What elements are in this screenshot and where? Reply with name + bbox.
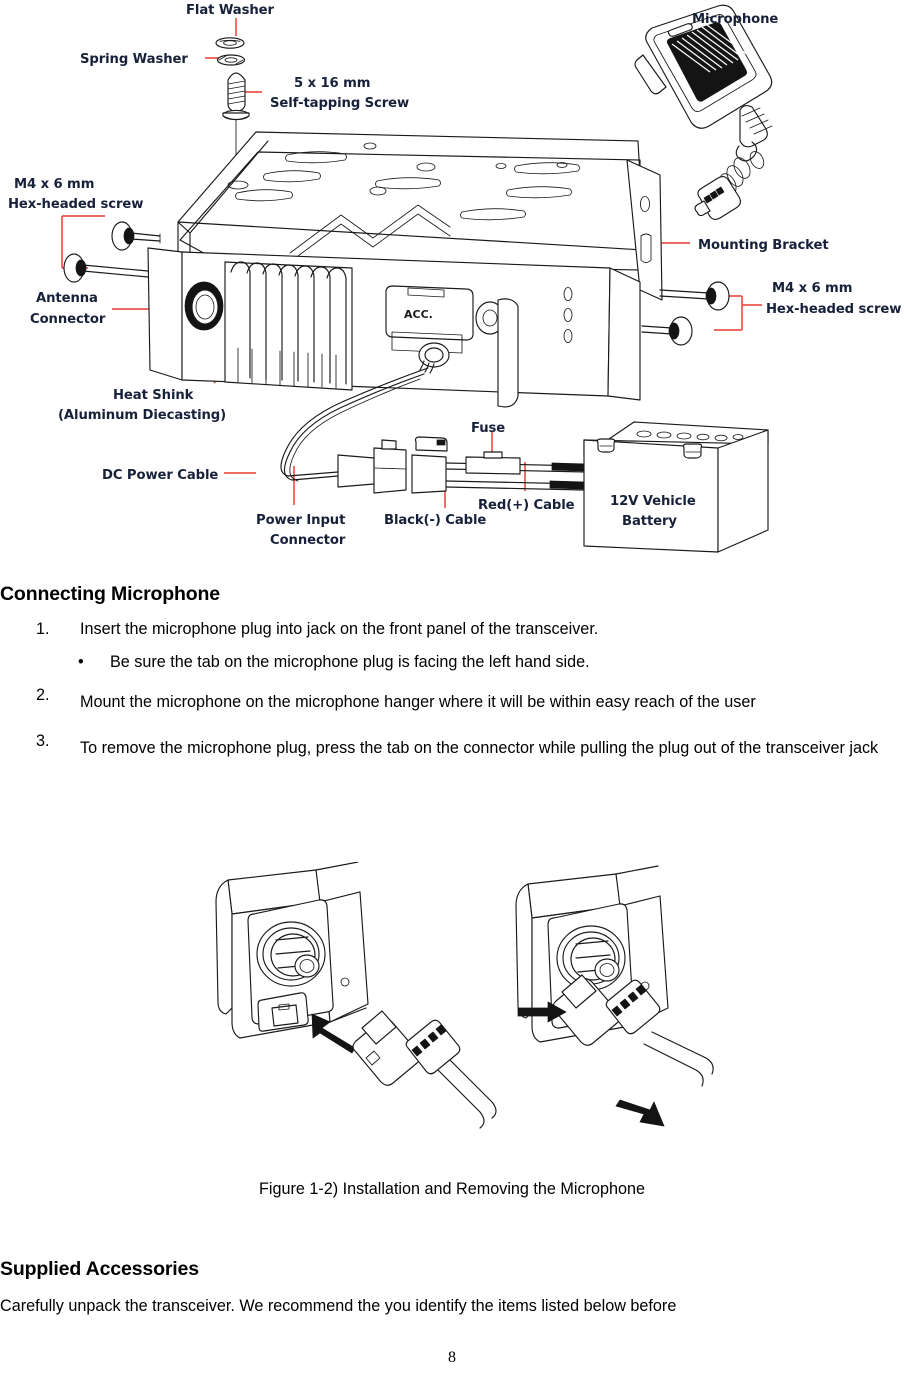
installing-microphone-plug (215, 862, 497, 1129)
power-input-connector (337, 439, 407, 494)
label-antenna-connector-1: Antenna (36, 291, 98, 306)
label-mounting-bracket: Mounting Bracket (698, 238, 829, 253)
panel-round-connector (256, 921, 326, 987)
step-3-number: 3. (36, 732, 50, 750)
self-tapping-screw-part (222, 72, 250, 171)
page-number: 8 (448, 1349, 456, 1366)
label-fuse: Fuse (471, 421, 505, 436)
supplied-accessories-heading: Supplied Accessories (0, 1258, 199, 1280)
pull-out-arrow (615, 1099, 665, 1127)
connecting-microphone-heading: Connecting Microphone (0, 583, 221, 605)
hex-screw-right-upper (659, 281, 730, 311)
panel-round-connector-right (556, 925, 626, 991)
mounting-bracket-part (177, 131, 663, 301)
inline-connector (411, 436, 448, 494)
step-3-text: To remove the microphone plug, press the… (80, 739, 879, 757)
label-hex-screw-left-size: M4 x 6 mm (14, 177, 94, 192)
step-2-text: Mount the microphone on the microphone h… (80, 693, 756, 711)
label-hex-screw-right-size: M4 x 6 mm (772, 281, 852, 296)
list-item-bullet: • Be sure the tab on the microphone plug… (0, 653, 904, 672)
vehicle-battery-part (583, 421, 769, 553)
connecting-microphone-steps: 1. Insert the microphone plug into jack … (0, 620, 904, 764)
step-2-number: 2. (36, 686, 50, 704)
label-battery-1: 12V Vehicle (610, 494, 696, 509)
list-item-step-2: 2. Mount the microphone on the microphon… (0, 686, 904, 718)
label-black-cable: Black(-) Cable (384, 513, 486, 528)
microphone-part (634, 4, 773, 221)
label-dc-power-cable: DC Power Cable (102, 468, 218, 483)
label-flat-washer: Flat Washer (186, 3, 274, 18)
insert-direction-arrow (311, 1013, 356, 1054)
mic-jack-cable (418, 342, 450, 374)
label-red-cable: Red(+) Cable (478, 498, 575, 513)
microphone-install-remove-figure (0, 862, 904, 1162)
list-item-step-1: 1. Insert the microphone plug into jack … (0, 620, 904, 639)
acc-port-label: ACC. (404, 308, 433, 321)
label-heat-shink-2: (Aluminum Diecasting) (58, 408, 226, 423)
list-item-step-3: 3. To remove the microphone plug, press … (0, 732, 904, 764)
hex-screw-left-lower (63, 253, 149, 283)
figure-1-2-caption: Figure 1-2) Installation and Removing th… (258, 1180, 645, 1198)
microphone-plug-right (552, 974, 714, 1087)
bullet-marker: • (78, 653, 84, 671)
transceiver-installation-exploded-diagram: ACC. (0, 0, 904, 566)
label-heat-shink-1: Heat Shink (113, 388, 195, 403)
microphone-jack-socket (257, 992, 309, 1032)
label-self-tapping-screw-size: 5 x 16 mm (294, 76, 370, 91)
microphone-plug (694, 175, 742, 221)
battery-leads (445, 451, 587, 491)
transceiver-body: ACC. (147, 247, 641, 408)
label-self-tapping-screw: Self-tapping Screw (270, 96, 409, 111)
step-1-text: Insert the microphone plug into jack on … (80, 620, 599, 638)
label-hex-screw-left: Hex-headed screw (8, 197, 143, 212)
flat-washer-part (215, 37, 245, 49)
label-hex-screw-right: Hex-headed screw (766, 302, 901, 317)
label-battery-2: Battery (622, 514, 677, 529)
hex-screw-right-lower (641, 316, 693, 346)
label-power-input-connector-2: Connector (270, 533, 346, 548)
antenna-connector-part (184, 281, 224, 331)
spring-washer-part (216, 54, 246, 66)
acc-port: ACC. (385, 285, 474, 354)
removing-microphone-plug (515, 865, 714, 1127)
supplied-accessories-paragraph: Carefully unpack the transceiver. We rec… (0, 1297, 677, 1315)
press-tab-arrow (517, 1001, 567, 1023)
hex-screw-left-upper (111, 221, 161, 251)
label-antenna-connector-2: Connector (30, 312, 106, 327)
label-microphone: Microphone (692, 12, 778, 27)
microphone-plug-left (352, 1010, 497, 1129)
step-1-number: 1. (36, 620, 50, 638)
dc-power-cable-part (280, 367, 587, 494)
bullet-text: Be sure the tab on the microphone plug i… (110, 653, 590, 671)
fuse-part (465, 451, 521, 475)
label-power-input-connector-1: Power Input (256, 513, 345, 528)
label-spring-washer: Spring Washer (80, 52, 188, 67)
